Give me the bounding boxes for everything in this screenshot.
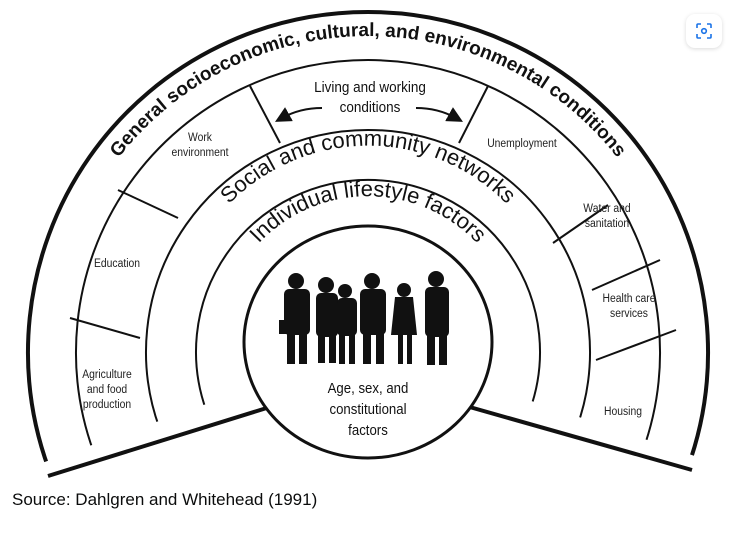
source-caption: Source: Dahlgren and Whitehead (1991) — [12, 490, 318, 509]
sector-health-care: Health care services — [602, 293, 656, 320]
people-silhouettes-icon — [279, 271, 449, 365]
arrow-left-icon — [275, 107, 323, 122]
living-working-label: Living and working conditions — [314, 79, 426, 116]
visual-search-icon — [696, 23, 712, 39]
living-ring-inner — [145, 129, 591, 429]
outer-ring — [26, 10, 710, 469]
sector-education: Education — [93, 258, 141, 270]
sector-work-environment: Work environment — [171, 132, 229, 159]
core-label: Age, sex, and constitutional factors — [327, 380, 409, 439]
base-lines — [47, 400, 693, 478]
sector-unemployment: Unemployment — [487, 138, 557, 150]
sector-dividers — [69, 85, 677, 361]
rings — [26, 10, 710, 469]
sector-water-sanitation: Water and sanitation — [583, 203, 631, 230]
sector-agriculture: Agriculture and food production — [82, 369, 132, 411]
visual-search-button[interactable] — [686, 14, 722, 48]
living-ring-outer — [75, 59, 661, 453]
arrow-right-icon — [415, 107, 463, 122]
social-ring-inner — [195, 178, 541, 412]
sector-housing: Housing — [604, 406, 642, 418]
